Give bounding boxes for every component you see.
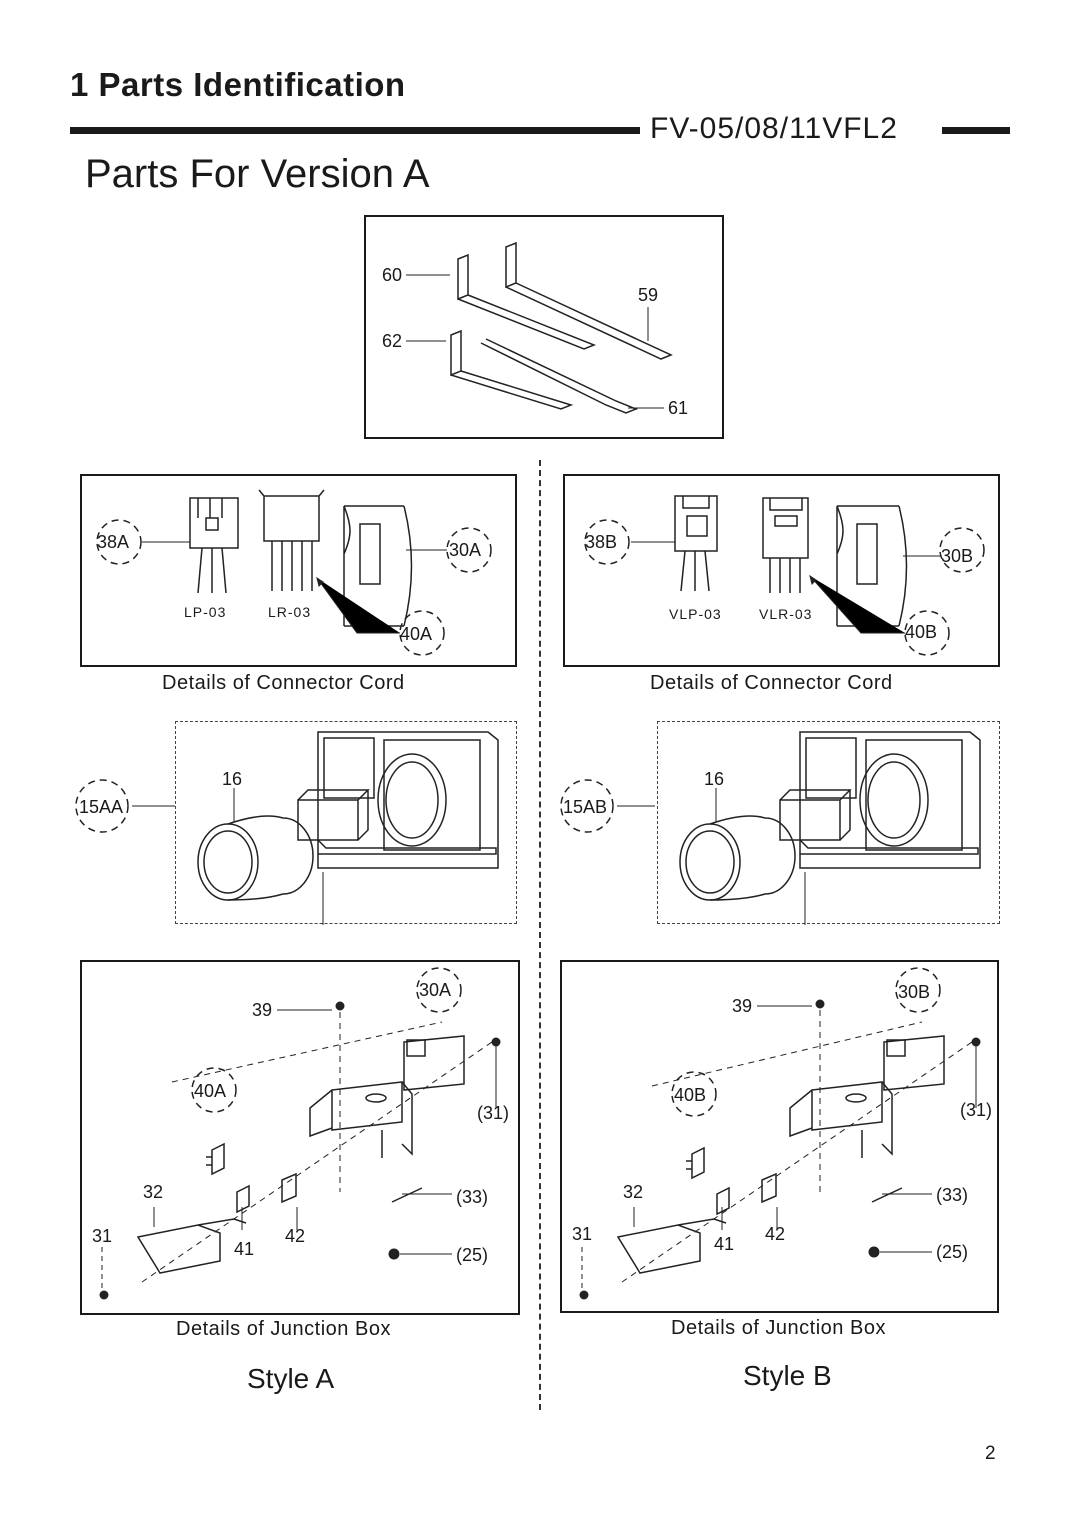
model-number: FV-05/08/11VFL2 — [650, 112, 898, 145]
part-label-42a: 42 — [285, 1226, 306, 1246]
fan-assembly-b: 16 — [657, 721, 1000, 925]
tag-30a-junction: 30A — [419, 980, 452, 1000]
plug-label-lp03: LP-03 — [184, 604, 227, 620]
fan-a-tag-ring — [75, 779, 175, 833]
part-label-31a-upper: (31) — [477, 1103, 510, 1123]
part-label-16b: 16 — [704, 769, 725, 789]
part-label-42b: 42 — [765, 1224, 786, 1244]
header-rule-right — [942, 127, 1010, 134]
fan-b-drawing — [679, 731, 981, 925]
part-label-39a: 39 — [252, 1000, 273, 1020]
fan-assembly-a: 16 — [175, 721, 517, 925]
plug-label-vlp03: VLP-03 — [669, 606, 722, 622]
part-label-33b: (33) — [936, 1185, 969, 1205]
junction-a-drawing — [99, 967, 501, 1300]
part-label-25b: (25) — [936, 1242, 969, 1262]
part-label-31a-lower: 31 — [92, 1226, 113, 1246]
part-label-62: 62 — [382, 331, 403, 351]
part-label-16a: 16 — [222, 769, 243, 789]
fan-a-drawing — [197, 731, 499, 925]
junction-b-drawing — [579, 967, 981, 1300]
junction-box-b: 39 30B 40B (31) 32 (33) 31 41 42 (25) — [560, 960, 999, 1313]
junction-box-a: 39 30A 40A (31) 32 (33) 31 41 42 (25) — [80, 960, 520, 1315]
plug-label-vlr03: VLR-03 — [759, 606, 813, 622]
part-label-59: 59 — [638, 285, 659, 305]
caption-connector-a: Details of Connector Cord — [162, 672, 405, 694]
caption-connector-b: Details of Connector Cord — [650, 672, 893, 694]
part-label-32b: 32 — [623, 1182, 644, 1202]
tag-40b: 40B — [905, 622, 938, 642]
connector-cord-a: 38A 30A 40A LP-03 LR-03 — [80, 474, 517, 667]
part-label-25a: (25) — [456, 1245, 489, 1265]
plug-label-lr03: LR-03 — [268, 604, 312, 620]
tag-40a: 40A — [400, 624, 433, 644]
page-number: 2 — [985, 1443, 996, 1464]
part-label-31b-lower: 31 — [572, 1224, 593, 1244]
style-a-label: Style A — [247, 1363, 335, 1394]
header-rule-left — [70, 127, 640, 134]
tag-40b-junction: 40B — [674, 1085, 707, 1105]
connector-cord-b: 38B 30B 40B VLP-03 VLR-03 — [563, 474, 1000, 667]
fan-b-tag-ring — [560, 779, 655, 833]
connector-b-drawing — [584, 495, 985, 656]
part-label-32a: 32 — [143, 1182, 164, 1202]
tag-38b: 38B — [585, 532, 618, 552]
part-label-41b: 41 — [714, 1234, 735, 1254]
tag-38a: 38A — [97, 532, 130, 552]
tag-40a-junction: 40A — [194, 1081, 227, 1101]
tag-30a: 30A — [449, 540, 482, 560]
part-label-41a: 41 — [234, 1239, 255, 1259]
tag-30b: 30B — [941, 546, 974, 566]
part-label-33a: (33) — [456, 1187, 489, 1207]
section-title: 1 Parts Identification — [70, 66, 406, 103]
page-heading: Parts For Version A — [85, 152, 430, 196]
bracket-diagram: 60 59 62 61 — [364, 215, 724, 439]
caption-junction-a: Details of Junction Box — [176, 1318, 391, 1340]
part-label-61: 61 — [668, 398, 689, 418]
style-b-label: Style B — [743, 1360, 832, 1391]
center-divider — [539, 460, 541, 1410]
bracket-drawing — [406, 241, 673, 414]
caption-junction-b: Details of Junction Box — [671, 1317, 886, 1339]
tag-30b-junction: 30B — [898, 982, 931, 1002]
part-label-60: 60 — [382, 265, 403, 285]
part-label-39b: 39 — [732, 996, 753, 1016]
tag-15aa: 15AA — [79, 797, 124, 817]
connector-a-drawing — [96, 489, 492, 656]
tag-15ab: 15AB — [563, 797, 608, 817]
part-label-31b-upper: (31) — [960, 1100, 993, 1120]
